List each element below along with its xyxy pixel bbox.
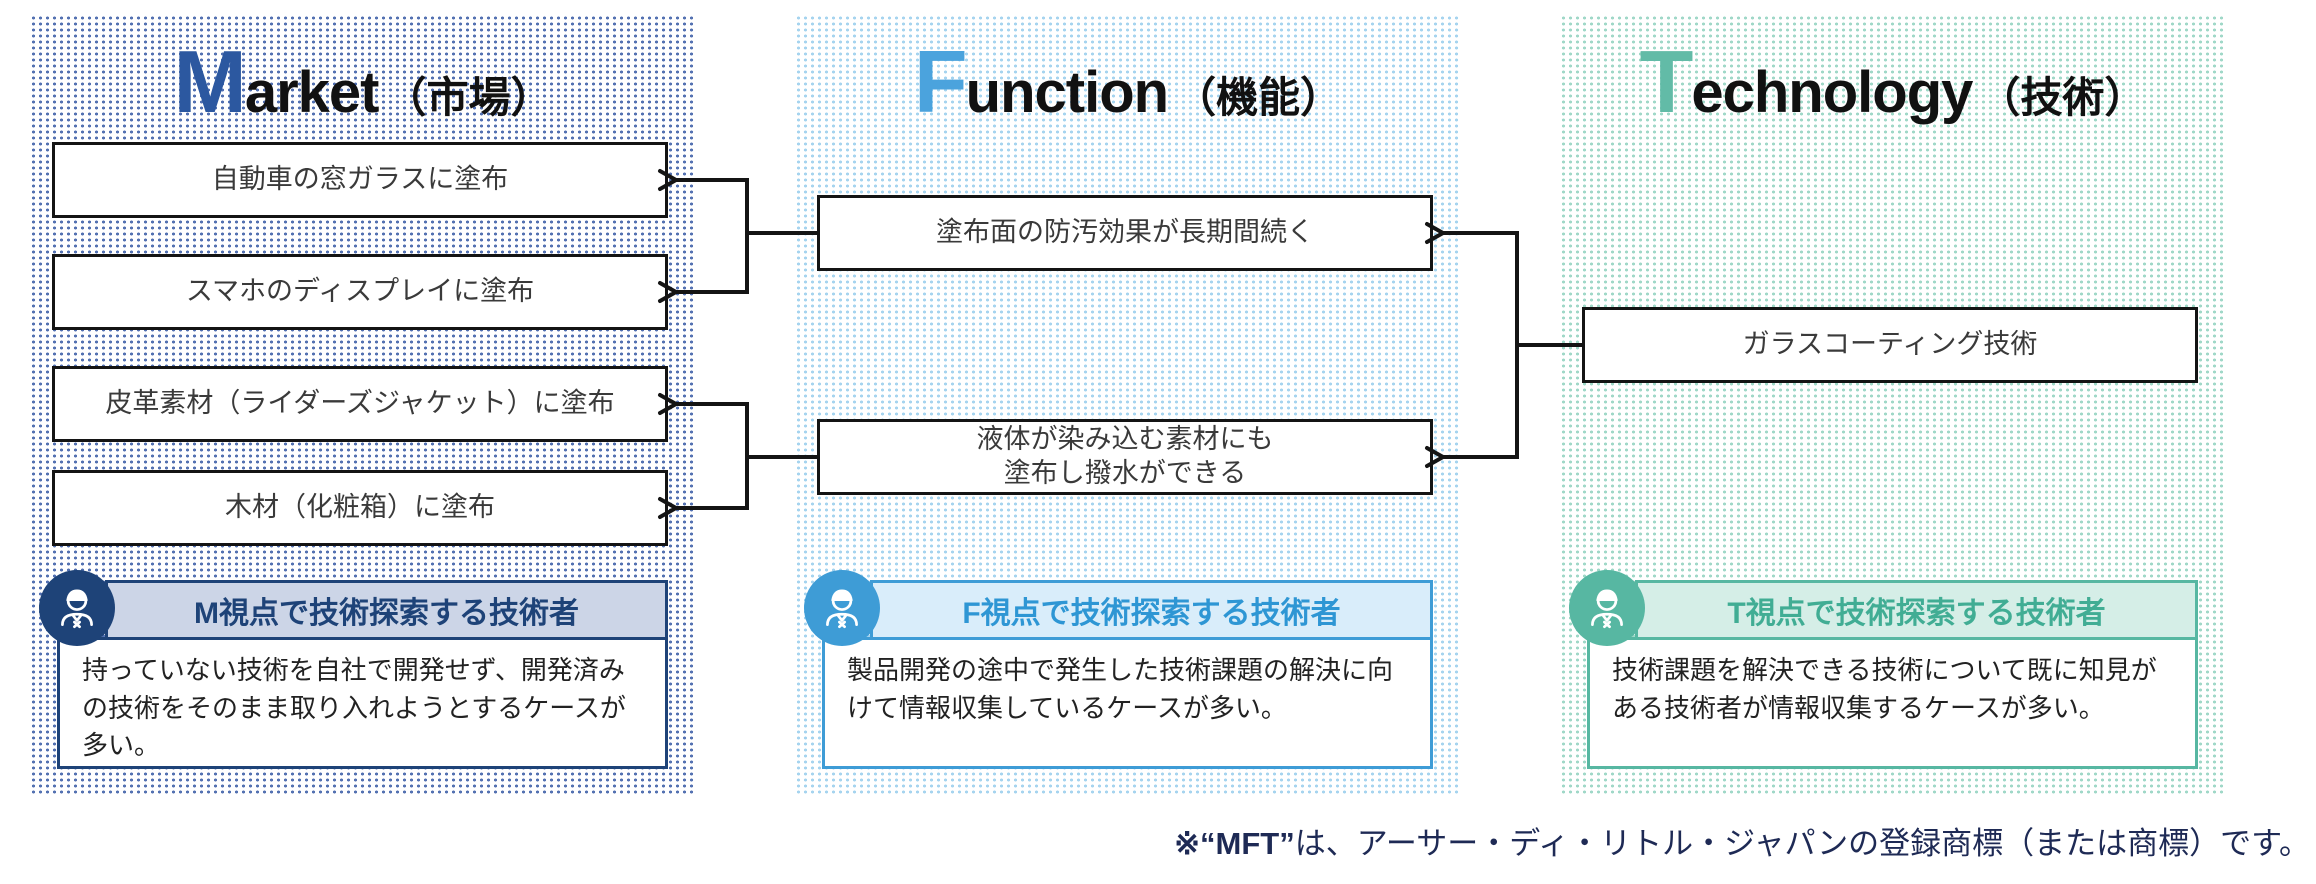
function-box-antifouling: 塗布面の防汚効果が長期間続く (817, 195, 1433, 271)
technology-box-glass-coating: ガラスコーティング技術 (1582, 307, 2198, 383)
market-persona-header: M視点で技術探索する技術者 (105, 580, 668, 640)
technology-persona-body: 技術課題を解決できる技術について既に知見がある技術者が情報収集するケースが多い。 (1587, 637, 2198, 769)
engineer-person-icon (826, 589, 858, 629)
box-label: 自動車の窓ガラスに塗布 (211, 164, 509, 195)
market-box-auto-glass: 自動車の窓ガラスに塗布 (52, 142, 668, 218)
technology-title: Technology（技術） (1639, 32, 2147, 131)
function-persona-badge (804, 570, 880, 646)
technology-persona-badge (1569, 570, 1645, 646)
function-box-water-repellent: 液体が染み込む素材にも 塗布し撥水ができる (817, 419, 1433, 495)
market-persona-body: 持っていない技術を自社で開発せず、開発済みの技術をそのまま取り入れようとするケー… (57, 637, 668, 769)
market-panel: Market（市場） 自動車の窓ガラスに塗布 スマホのディスプレイに塗布 皮革素… (30, 15, 696, 795)
function-persona-header: F視点で技術探索する技術者 (870, 580, 1433, 640)
box-label: 木材（化粧箱）に塗布 (225, 492, 495, 523)
market-initial: M (173, 32, 247, 131)
market-box-wood: 木材（化粧箱）に塗布 (52, 470, 668, 546)
box-label: 液体が染み込む素材にも 塗布し撥水ができる (976, 424, 1274, 488)
technology-persona-header: T視点で技術探索する技術者 (1635, 580, 2198, 640)
technology-initial: T (1639, 32, 1694, 131)
function-initial: F (913, 32, 968, 131)
function-panel: Function（機能） 塗布面の防汚効果が長期間続く 液体が染み込む素材にも … (795, 15, 1461, 795)
technology-panel: Technology（技術） ガラスコーティング技術 T視点で技術探索する技術者… (1560, 15, 2226, 795)
function-title: Function（機能） (913, 32, 1343, 131)
box-label: ガラスコーティング技術 (1742, 329, 2038, 360)
market-title: Market（市場） (173, 32, 553, 131)
box-label: スマホのディスプレイに塗布 (185, 276, 535, 307)
footer-trademark-mark: ※“MFT” (1174, 826, 1295, 861)
engineer-person-icon (61, 589, 93, 629)
box-label: 塗布面の防汚効果が長期間続く (936, 217, 1314, 248)
engineer-person-icon (1591, 589, 1623, 629)
box-label: 皮革素材（ライダーズジャケット）に塗布 (105, 388, 615, 419)
footer-trademark-text: は、アーサー・ディ・リトル・ジャパンの登録商標（または商標）です。 (1294, 826, 2310, 861)
function-persona-body: 製品開発の途中で発生した技術課題の解決に向けて情報収集しているケースが多い。 (822, 637, 1433, 769)
market-box-smartphone-display: スマホのディスプレイに塗布 (52, 254, 668, 330)
market-persona-badge (39, 570, 115, 646)
footer-note: ※“MFT”は、アーサー・ディ・リトル・ジャパンの登録商標（または商標）です。 (1174, 818, 2310, 863)
market-box-leather: 皮革素材（ライダーズジャケット）に塗布 (52, 366, 668, 442)
